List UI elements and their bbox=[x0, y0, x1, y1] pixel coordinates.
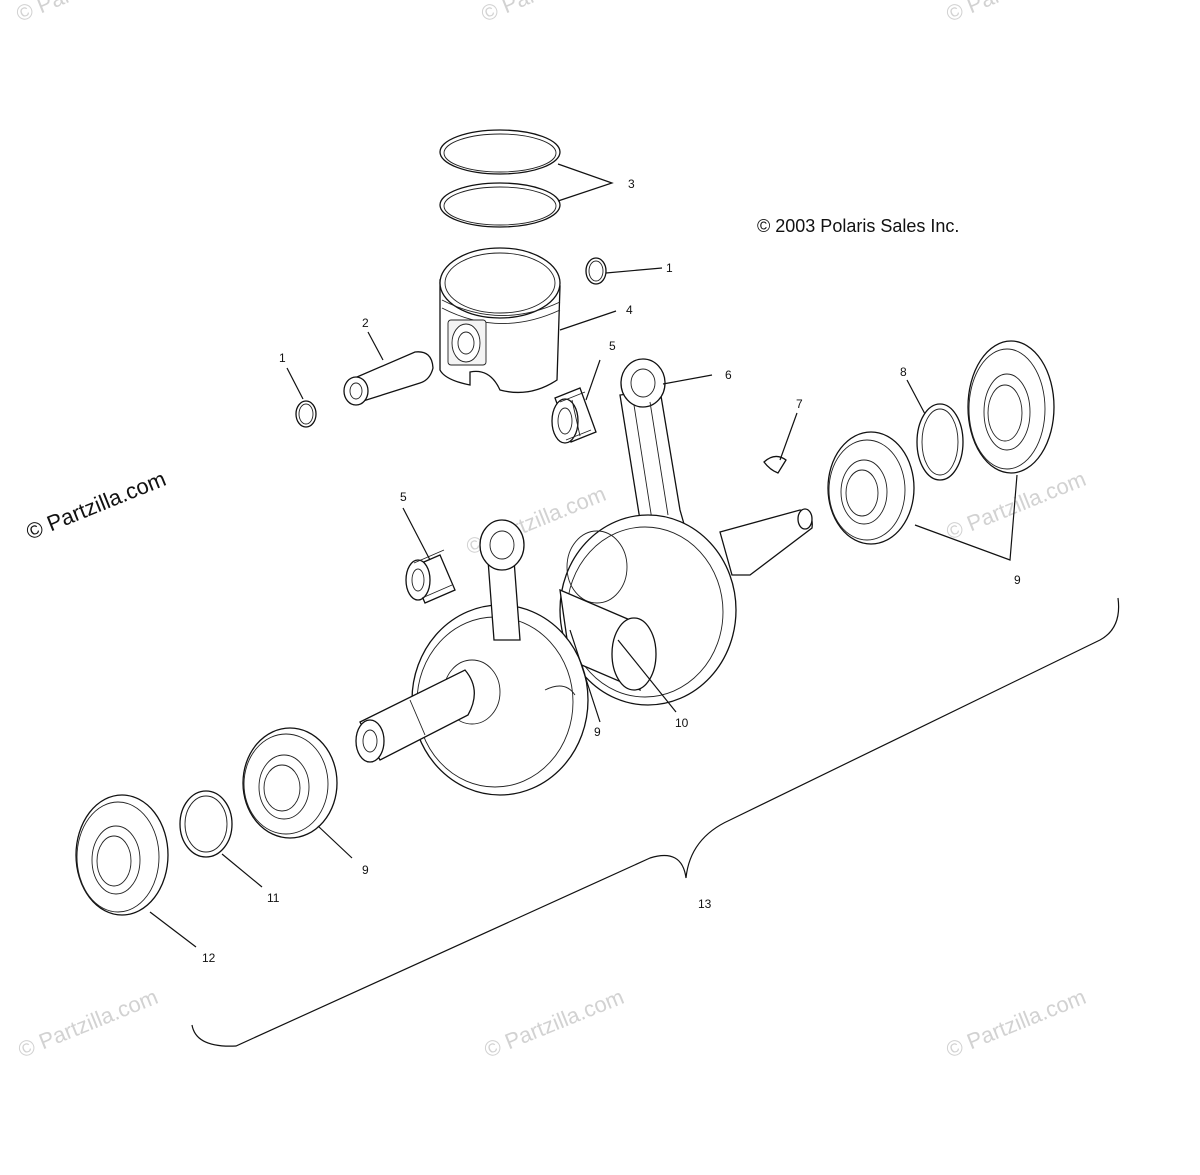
watermark-top-center: © Partzilla.com bbox=[478, 0, 625, 27]
leader-3 bbox=[557, 163, 614, 202]
leader-9-right bbox=[914, 474, 1018, 561]
callout-13: 13 bbox=[698, 897, 712, 911]
callout-1-left: 1 bbox=[279, 351, 286, 365]
watermark-top-right: © Partzilla.com bbox=[943, 0, 1090, 27]
callout-8: 8 bbox=[900, 365, 907, 379]
leader-9-left bbox=[317, 825, 353, 859]
leader-8 bbox=[906, 379, 926, 415]
callout-1-right: 1 bbox=[666, 261, 673, 275]
piston bbox=[439, 247, 561, 394]
copyright-text: © 2003 Polaris Sales Inc. bbox=[757, 216, 959, 236]
leader-4 bbox=[559, 310, 617, 331]
leader-7 bbox=[779, 412, 798, 461]
shim-right bbox=[916, 403, 964, 481]
watermark-bottom-right: © Partzilla.com bbox=[943, 984, 1090, 1063]
callout-4: 4 bbox=[626, 303, 633, 317]
woodruff-key bbox=[763, 455, 787, 474]
leader-11 bbox=[221, 853, 263, 888]
shim-left bbox=[179, 790, 233, 858]
callout-3: 3 bbox=[628, 177, 635, 191]
callout-2: 2 bbox=[362, 316, 369, 330]
callout-9-crank: 9 bbox=[594, 725, 601, 739]
callout-9-right: 9 bbox=[1014, 573, 1021, 587]
leader-1-left bbox=[286, 367, 304, 400]
seal-left bbox=[75, 794, 169, 916]
connecting-rod bbox=[619, 358, 693, 561]
leader-10 bbox=[617, 639, 677, 713]
leader-2 bbox=[367, 331, 384, 361]
crankshaft bbox=[355, 508, 813, 796]
piston-rings bbox=[439, 129, 561, 228]
leader-9-crank bbox=[569, 629, 601, 723]
circlip-left bbox=[295, 400, 317, 428]
callout-12: 12 bbox=[202, 951, 216, 965]
bearing-left bbox=[242, 727, 338, 839]
callout-5-upper: 5 bbox=[609, 339, 616, 353]
assembly-bracket bbox=[191, 597, 1120, 1047]
callout-numbers: 3 1 4 2 5 1 6 8 7 5 9 10 9 9 11 13 12 bbox=[202, 177, 1021, 965]
watermark-top-left: © Partzilla.com bbox=[13, 0, 160, 27]
watermark-main: © Partzilla.com bbox=[23, 466, 170, 545]
connecting-rod-front bbox=[479, 519, 525, 641]
needle-bearing-lower bbox=[405, 549, 456, 604]
leader-6 bbox=[662, 374, 713, 385]
seal-right bbox=[967, 340, 1055, 474]
leader-5-lower bbox=[402, 507, 431, 561]
watermark-bottom-left: © Partzilla.com bbox=[15, 984, 162, 1063]
bearing-right bbox=[827, 431, 915, 545]
watermark-mid-right: © Partzilla.com bbox=[943, 466, 1090, 545]
piston-pin bbox=[343, 351, 434, 406]
leader-12 bbox=[149, 911, 197, 948]
leader-5-upper bbox=[585, 359, 601, 401]
callout-6: 6 bbox=[725, 368, 732, 382]
callout-5-lower: 5 bbox=[400, 490, 407, 504]
callout-10: 10 bbox=[675, 716, 689, 730]
callout-7: 7 bbox=[796, 397, 803, 411]
circlip-right bbox=[585, 257, 607, 285]
needle-bearing-upper bbox=[551, 387, 597, 444]
callout-9-left: 9 bbox=[362, 863, 369, 877]
watermark-bottom-center: © Partzilla.com bbox=[481, 984, 628, 1063]
callout-11: 11 bbox=[267, 891, 280, 905]
leader-1-right bbox=[605, 267, 663, 274]
